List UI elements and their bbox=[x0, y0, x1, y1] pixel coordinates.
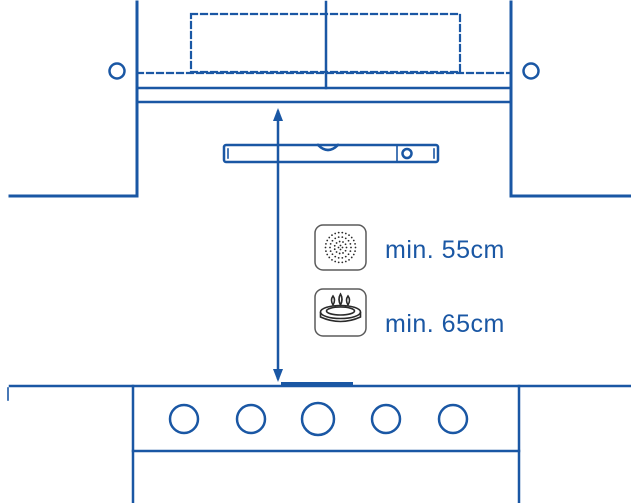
induction-dot bbox=[341, 246, 344, 249]
induction-dot bbox=[344, 237, 347, 240]
hood-extraction-bar bbox=[222, 143, 440, 164]
induction-dot bbox=[337, 236, 340, 239]
induction-dot bbox=[329, 250, 332, 252]
induction-dot bbox=[354, 243, 356, 245]
induction-dot bbox=[350, 256, 353, 259]
induction-dot bbox=[334, 237, 337, 240]
induction-dot bbox=[350, 246, 352, 249]
induction-dot bbox=[325, 250, 327, 252]
induction-dot bbox=[326, 253, 329, 256]
mount-screw-left bbox=[108, 62, 126, 80]
hob-knob-3 bbox=[300, 401, 336, 437]
induction-dot bbox=[333, 248, 336, 251]
induction-dot bbox=[344, 243, 347, 246]
induction-dot bbox=[349, 243, 352, 245]
induction-dot bbox=[339, 248, 342, 251]
induction-dot bbox=[354, 250, 356, 252]
induction-dot bbox=[341, 261, 344, 264]
induction-dot bbox=[337, 256, 340, 259]
induction-dot bbox=[334, 260, 337, 263]
induction-dot bbox=[342, 241, 344, 243]
induction-dot bbox=[328, 256, 331, 259]
induction-dot bbox=[347, 253, 350, 256]
hob-knob-2 bbox=[235, 403, 267, 435]
gas-burner-glyph bbox=[319, 292, 362, 323]
induction-dot bbox=[338, 240, 341, 243]
induction-dot bbox=[331, 239, 334, 242]
induction-dot bbox=[328, 236, 331, 239]
induction-dot bbox=[334, 255, 337, 258]
induction-dot bbox=[337, 231, 340, 234]
hood-chimney bbox=[135, 0, 513, 104]
induction-dot bbox=[352, 239, 355, 242]
hob-knob-1 bbox=[168, 403, 200, 435]
induction-dot bbox=[341, 256, 344, 259]
upper-cabinet-right bbox=[509, 0, 631, 198]
induction-dot bbox=[329, 246, 331, 249]
induction-dot bbox=[338, 252, 341, 255]
induction-dot bbox=[333, 244, 336, 247]
countertop bbox=[7, 384, 631, 401]
hob-appliance bbox=[131, 382, 521, 503]
induction-dot bbox=[326, 239, 329, 242]
induction-dot bbox=[341, 236, 344, 239]
height-measurement-arrow bbox=[273, 108, 283, 382]
induction-dot bbox=[344, 232, 347, 235]
induction-dot bbox=[329, 243, 332, 245]
induction-dot bbox=[324, 246, 327, 249]
legend-gas: min. 65cm bbox=[314, 288, 505, 338]
induction-dot bbox=[344, 260, 347, 263]
induction-dot bbox=[344, 249, 347, 252]
induction-dot bbox=[331, 253, 334, 256]
induction-coil-dots bbox=[324, 231, 357, 264]
induction-dot bbox=[347, 239, 350, 242]
induction-dot bbox=[334, 232, 337, 235]
induction-dot bbox=[349, 250, 352, 252]
induction-dot bbox=[335, 251, 338, 253]
induction-dot bbox=[331, 258, 333, 261]
induction-dot bbox=[337, 246, 340, 249]
hob-knob-4 bbox=[370, 403, 402, 435]
induction-dot bbox=[342, 252, 344, 254]
induction-dot bbox=[348, 234, 350, 237]
induction-dot bbox=[331, 234, 333, 237]
label-induction: min. 55cm bbox=[385, 236, 505, 264]
induction-dot bbox=[350, 236, 353, 239]
legend-induction: min. 55cm bbox=[314, 224, 505, 271]
induction-dot bbox=[354, 246, 357, 249]
induction-dot bbox=[345, 246, 348, 249]
induction-dot bbox=[352, 253, 355, 256]
label-gas: min. 65cm bbox=[385, 310, 505, 338]
mount-screw-right bbox=[522, 62, 540, 80]
induction-hob-icon bbox=[314, 224, 367, 271]
induction-dot bbox=[348, 258, 350, 261]
induction-dot bbox=[341, 231, 344, 234]
induction-dot bbox=[337, 261, 340, 264]
induction-dot bbox=[339, 244, 342, 247]
induction-dot bbox=[335, 242, 338, 244]
hob-knob-5 bbox=[437, 403, 469, 435]
induction-dot bbox=[325, 243, 327, 245]
upper-cabinet-left bbox=[8, 0, 139, 198]
induction-dot bbox=[344, 255, 347, 258]
